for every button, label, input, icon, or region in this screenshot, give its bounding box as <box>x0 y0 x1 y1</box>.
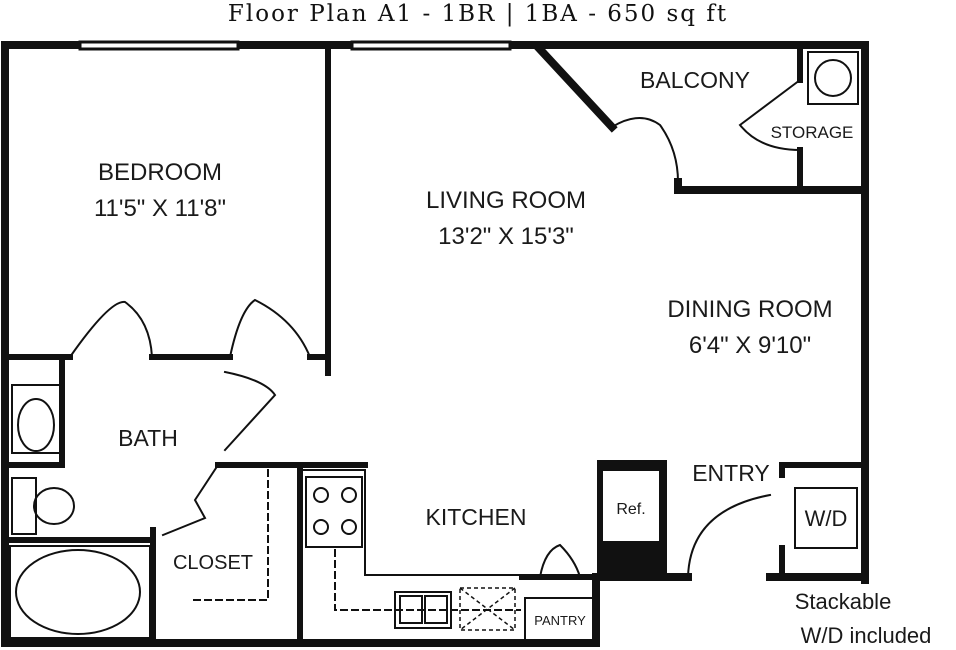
bedroom-dims: 11'5" X 11'8" <box>94 195 226 222</box>
bath-fixtures <box>9 384 151 639</box>
pantry-label: PANTRY <box>534 613 586 628</box>
dining-room-dims: 6'4" X 9'10" <box>689 332 811 359</box>
dishwasher <box>459 587 516 631</box>
closet-label: CLOSET <box>173 552 253 574</box>
refrigerator-label: Ref. <box>616 501 645 518</box>
windows <box>78 40 512 51</box>
note-line-2: W/D included <box>801 623 932 648</box>
living-room-dims: 13'2" X 15'3" <box>438 223 574 250</box>
kitchen-sink <box>394 591 452 629</box>
pantry-box <box>524 597 596 641</box>
doors <box>68 78 802 579</box>
washer-dryer-label: W/D <box>805 506 848 531</box>
entry-label: ENTRY <box>692 460 770 486</box>
bedroom-label: BEDROOM <box>98 159 222 186</box>
balcony-label: BALCONY <box>640 67 750 93</box>
washer-dryer <box>794 51 859 549</box>
kitchen-label: KITCHEN <box>426 504 527 530</box>
kitchen-counters <box>189 469 521 611</box>
interior-walls <box>2 42 868 646</box>
storage-label: STORAGE <box>771 123 854 142</box>
refrigerator <box>597 460 667 578</box>
note-line-1: Stackable <box>795 589 892 614</box>
dining-room-label: DINING ROOM <box>667 296 832 323</box>
bath-label: BATH <box>118 425 178 451</box>
stove <box>313 487 357 535</box>
plan-title: Floor Plan A1 - 1BR | 1BA - 650 sq ft <box>227 1 729 27</box>
living-room-label: LIVING ROOM <box>426 187 586 214</box>
